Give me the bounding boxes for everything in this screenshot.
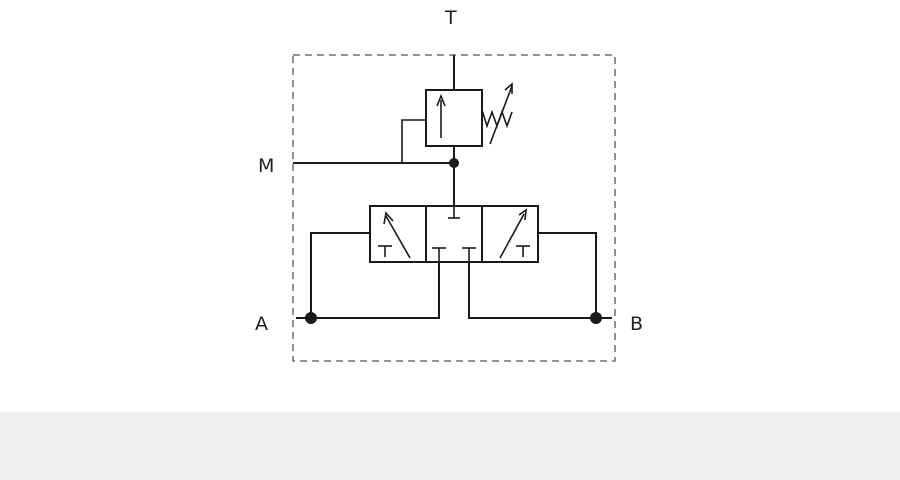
relief-valve-flow-arrow [436,93,446,138]
relief-valve-body [425,89,483,147]
port-label-b: B [630,313,643,335]
port-label-m: M [258,155,274,177]
junction-a [305,312,317,324]
line-to-b [538,232,597,318]
footer-band [0,412,900,480]
junction-b [590,312,602,324]
relief-pilot-line [401,119,426,163]
port-label-a: A [255,313,268,335]
hydraulic-circuit-diagram: T M A B [255,7,644,362]
port-label-t: T [444,7,457,29]
line-to-a [310,232,370,318]
adjustable-spring-icon [481,82,513,145]
directional-valve-3-position [369,205,539,263]
diagram-svg: T M A B [255,7,643,362]
